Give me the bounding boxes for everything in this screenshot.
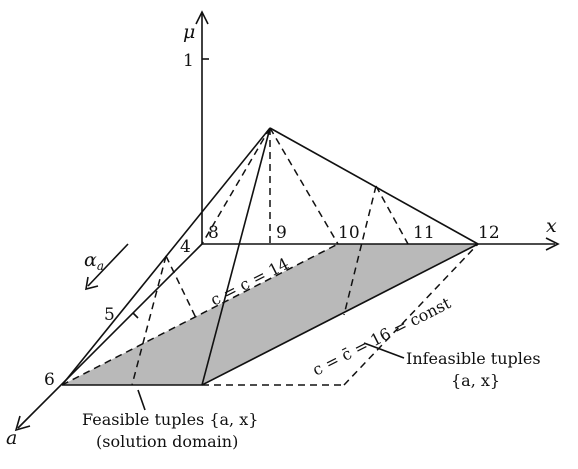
feasible-pointer — [137, 389, 146, 411]
dash-apex-4 — [201, 127, 271, 245]
infeasible-pointer — [363, 342, 405, 359]
a-axis-arrow — [14, 415, 31, 432]
a-tick-4: 4 — [180, 237, 191, 257]
a-axis — [17, 243, 203, 429]
a-axis-label: a — [6, 427, 17, 449]
a-tick-6: 6 — [44, 370, 55, 390]
a-tick-5: 5 — [104, 305, 115, 325]
mu-axis-arrow — [195, 10, 209, 25]
infeasible-caption-line2: {a, x} — [451, 371, 500, 390]
dash-peak2-left — [343, 185, 377, 316]
feasible-region — [62, 244, 478, 385]
feasible-caption-line2: (solution domain) — [96, 432, 238, 451]
feasible-caption-line1: Feasible tuples {a, x} — [82, 410, 258, 429]
infeasible-right — [343, 243, 479, 386]
alpha-label: αa — [84, 249, 104, 273]
c14-line — [61, 243, 339, 386]
alpha-arrow-head — [85, 276, 99, 291]
x-tick-9: 9 — [276, 223, 287, 243]
alpha-arrow — [87, 243, 129, 287]
x-axis-arrow — [545, 237, 560, 251]
dash-peak1-left — [131, 255, 167, 386]
x-tick-8: 8 — [208, 223, 219, 243]
x-tick-10: 10 — [338, 223, 360, 243]
mu-tick-label: 1 — [183, 51, 194, 71]
mu-axis-label: μ — [183, 21, 195, 43]
infeasible-caption-line1: Infeasible tuples — [406, 349, 541, 368]
dash-peak2-right — [375, 185, 409, 245]
a-tick-5 — [132, 312, 139, 319]
edge-apex-12 — [269, 127, 479, 245]
x-tick-11: 11 — [413, 223, 435, 243]
edge-apex-base — [201, 127, 271, 386]
c16-line — [201, 243, 479, 386]
x-tick-12: 12 — [478, 223, 500, 243]
x-axis-label: x — [546, 215, 557, 237]
dash-apex-10 — [269, 127, 339, 245]
